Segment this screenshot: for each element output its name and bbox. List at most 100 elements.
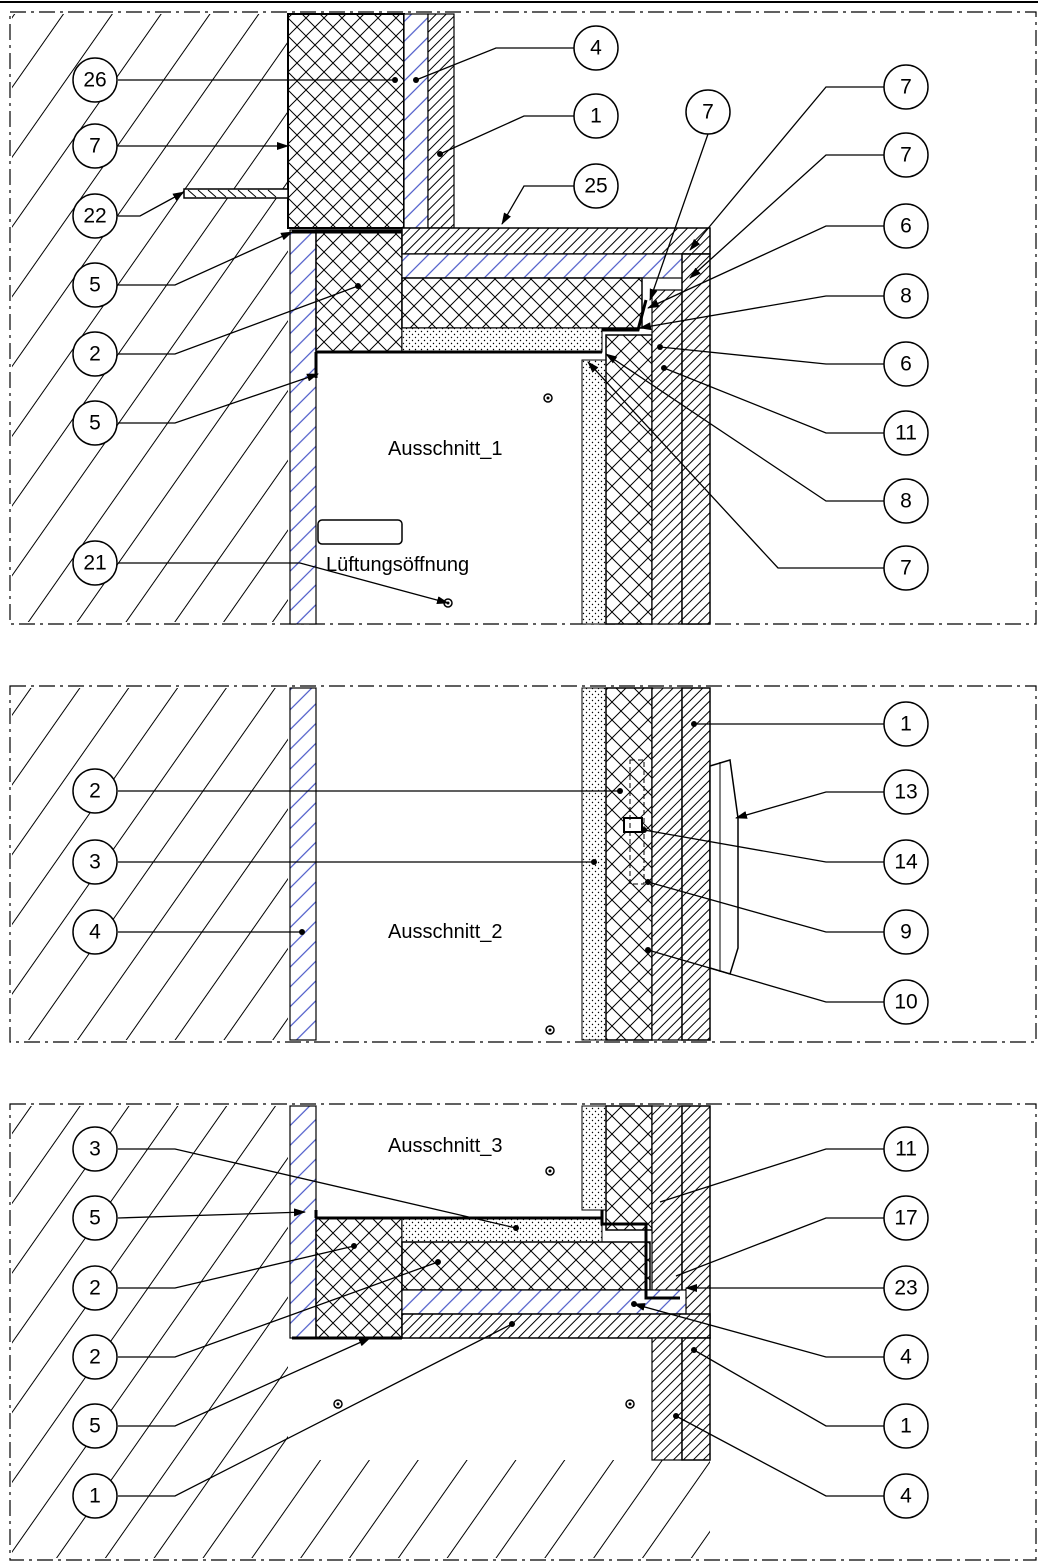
callouts: 2672252521412577768611872341131491035225… (72, 25, 929, 1519)
slab-1-bottom (401, 1313, 711, 1339)
callout-label: 5 (89, 1415, 101, 1438)
callout-label: 2 (89, 1346, 101, 1369)
callout-leader (659, 346, 884, 365)
callout-bubble (883, 1403, 929, 1449)
callout-bubble (883, 1473, 929, 1519)
existing-wall-2 (12, 688, 288, 1040)
callout-bubble (573, 25, 619, 71)
leader-dot (617, 788, 623, 794)
section-1: Ausschnitt_1 Lüftungsöffnung (9, 11, 1037, 625)
callout-bubble (883, 1195, 929, 1241)
dotted-column-3 (581, 1105, 607, 1211)
leader-dot (355, 283, 361, 289)
callout-bubble (883, 273, 929, 319)
dotted-layer (401, 327, 603, 353)
callout-label: 3 (89, 851, 101, 874)
callout-bubble (883, 478, 929, 524)
callout-leader (675, 1217, 884, 1277)
leader-dot (413, 77, 419, 83)
callout-bubble (573, 163, 619, 209)
callout-leader (415, 47, 574, 81)
slab-25 (401, 227, 711, 255)
insulation-2-block (315, 229, 403, 353)
callout-leader (643, 829, 884, 863)
callout-bubble (72, 331, 118, 377)
callout-label: 25 (584, 175, 607, 198)
callout-leader (118, 1245, 355, 1289)
insulation-vertical-3 (605, 1105, 653, 1231)
leader-dot (645, 947, 651, 953)
insulation-horizontal (401, 277, 643, 329)
callout-leader (735, 791, 884, 819)
board-4-upper (403, 13, 429, 229)
callout-label: 7 (702, 101, 714, 124)
board-vertical-3 (651, 1105, 683, 1327)
callout-label: 7 (89, 135, 101, 158)
callout-label: 1 (900, 713, 912, 736)
callout-leader (647, 225, 884, 309)
callout-bubble (883, 203, 929, 249)
callout-leader (647, 881, 884, 933)
leader-dot (299, 929, 305, 935)
callout-label: 5 (89, 1207, 101, 1230)
leader-dot (661, 365, 667, 371)
callout-label: 21 (83, 552, 106, 575)
section-2-title: Ausschnitt_2 (388, 921, 503, 943)
callout-bubble (883, 909, 929, 955)
callout-bubble (883, 545, 929, 591)
callout-bubble (883, 979, 929, 1025)
board-4-horizontal (401, 253, 687, 279)
callout-bubble (72, 839, 118, 885)
callout-label: 9 (900, 921, 912, 944)
callout-bubble (72, 1126, 118, 1172)
insulation-horizontal-3 (401, 1241, 651, 1291)
leader-dot (591, 859, 597, 865)
section-1-frame (9, 11, 1037, 625)
callout-leader (587, 361, 884, 569)
leader-dot (435, 1259, 441, 1265)
vent-opening-label: Lüftungsöffnung (326, 554, 469, 576)
section-2: Ausschnitt_2 (9, 685, 1037, 1043)
leader-dot (657, 344, 663, 350)
callout-bubble (72, 909, 118, 955)
screw-14 (623, 817, 643, 833)
callout-bubble (883, 410, 929, 456)
insulation-block-3 (315, 1217, 403, 1339)
board-4-left (289, 229, 317, 625)
callout-label: 1 (900, 1415, 912, 1438)
callout-label: 14 (894, 851, 918, 874)
callout-leader (689, 154, 884, 279)
callout-bubble (72, 1473, 118, 1519)
callout-leader (118, 373, 319, 424)
callout-leader (439, 115, 574, 155)
callout-bubble (883, 1334, 929, 1380)
callout-leader (118, 1261, 439, 1358)
callout-bubble (573, 93, 619, 139)
callout-label: 2 (89, 1277, 101, 1300)
callout-label: 5 (89, 412, 101, 435)
callout-label: 7 (900, 76, 912, 99)
vent-opening-shape (317, 519, 403, 545)
callout-bubble (72, 1265, 118, 1311)
callout-leader (647, 949, 884, 1003)
callout-label: 26 (83, 69, 106, 92)
callout-leader (663, 367, 884, 434)
callout-label: 1 (89, 1485, 101, 1508)
leader-dot (351, 1243, 357, 1249)
callout-bubble (72, 540, 118, 586)
callout-leader (118, 1323, 513, 1497)
callout-bubble (72, 1334, 118, 1380)
leader-dot (691, 721, 697, 727)
callout-label: 22 (83, 205, 106, 228)
callout-leader (639, 295, 884, 331)
callout-label: 4 (900, 1346, 912, 1369)
callout-leader (659, 1148, 884, 1203)
callout-leader (118, 191, 185, 217)
insulation-vertical-right (605, 334, 653, 625)
callout-leader (633, 1303, 884, 1358)
section-3: Ausschnitt_3 (9, 1103, 1037, 1561)
callout-label: 13 (894, 781, 917, 804)
callout-leader (118, 231, 293, 286)
callout-bubble (883, 64, 929, 110)
callout-label: 10 (894, 991, 917, 1014)
